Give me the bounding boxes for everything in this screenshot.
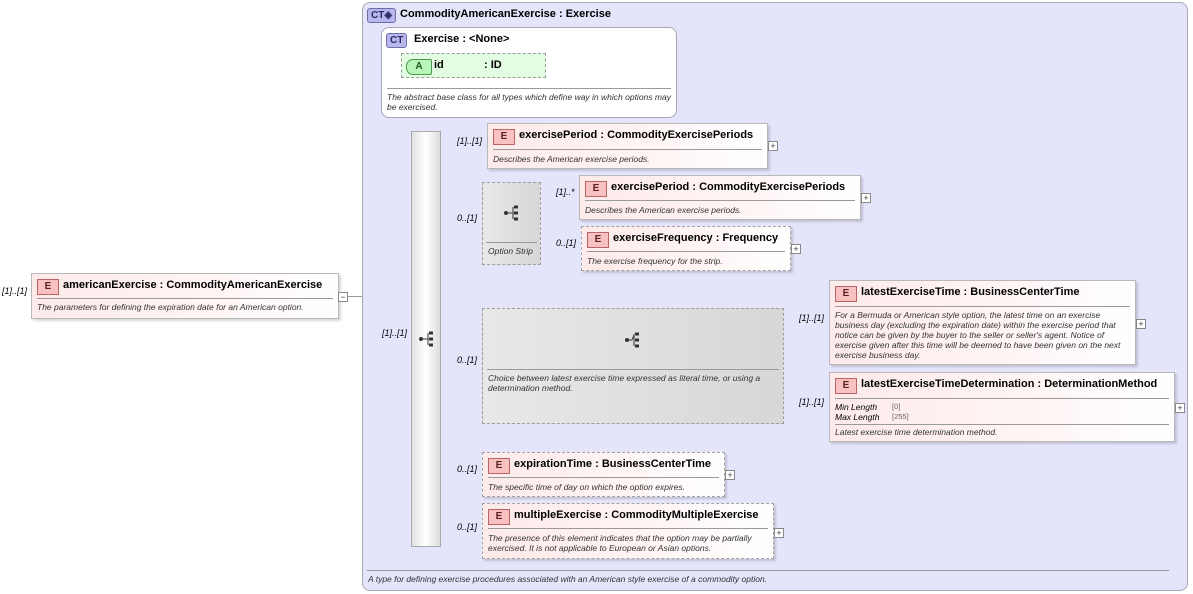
attribute-name: id (434, 59, 444, 71)
element-title: exerciseFrequency : Frequency (613, 232, 779, 244)
option-strip-sequence[interactable]: Option Strip (482, 182, 541, 265)
expand-toggle-icon[interactable]: + (791, 244, 801, 254)
sequence-compositor[interactable] (411, 131, 441, 547)
root-element-description: The parameters for defining the expirati… (37, 302, 304, 312)
exerciseperiod-cardinality: [1]..[1] (457, 136, 483, 146)
option-strip-label: Option Strip (488, 246, 533, 256)
facet-label: Max Length (835, 412, 880, 422)
complex-type-description: A type for defining exercise procedures … (368, 574, 768, 584)
expand-toggle-icon[interactable]: + (774, 528, 784, 538)
divider (835, 424, 1169, 425)
element-description: The presence of this element indicates t… (488, 533, 752, 553)
choice-cardinality: 0..[1] (457, 355, 478, 365)
element-description: Describes the American exercise periods. (493, 154, 650, 164)
collapse-toggle-icon[interactable]: − (338, 292, 348, 302)
element-description: The exercise frequency for the strip. (587, 256, 723, 266)
expand-toggle-icon[interactable]: + (1136, 319, 1146, 329)
determination-cardinality: [1]..[1] (799, 397, 825, 407)
strip-exerciseperiod-cardinality: [1]..* (556, 187, 575, 197)
choice-description: Choice between latest exercise time expr… (488, 373, 761, 393)
element-title: latestExerciseTime : BusinessCenterTime (861, 286, 1080, 298)
complex-type-title: CommodityAmericanExercise : Exercise (400, 8, 611, 20)
element-description: Describes the American exercise periods. (585, 205, 742, 215)
element-icon: E (488, 458, 510, 474)
divider (493, 149, 762, 150)
element-icon: E (37, 279, 59, 295)
base-type-description: The abstract base class for all types wh… (387, 92, 671, 112)
element-description: The specific time of day on which the op… (488, 482, 686, 492)
attribute-icon: A (406, 59, 432, 75)
complex-type-icon: CT◈ (367, 8, 397, 23)
element-title: exercisePeriod : CommodityExercisePeriod… (611, 181, 846, 193)
root-element-americanexercise[interactable]: E americanExercise : CommodityAmericanEx… (31, 273, 339, 319)
latest-cardinality: [1]..[1] (799, 313, 825, 323)
choice-icon (624, 331, 642, 349)
divider (488, 477, 719, 478)
base-type-title: Exercise : <None> (414, 33, 510, 45)
element-icon: E (587, 232, 609, 248)
element-latestexercisetime[interactable]: E latestExerciseTime : BusinessCenterTim… (829, 280, 1136, 365)
expand-toggle-icon[interactable]: + (1175, 403, 1185, 413)
element-icon: E (835, 286, 857, 302)
divider (487, 369, 779, 370)
divider (587, 251, 785, 252)
connector-root-to-ct (347, 296, 373, 297)
root-element-title: americanExercise : CommodityAmericanExer… (63, 279, 323, 291)
element-icon: E (835, 378, 857, 394)
strip-exercisefrequency-cardinality: 0..[1] (556, 238, 577, 248)
element-title: exercisePeriod : CommodityExercisePeriod… (519, 129, 754, 141)
sequence-icon (503, 204, 521, 222)
divider (37, 298, 333, 299)
root-cardinality: [1]..[1] (2, 286, 28, 296)
divider (486, 242, 537, 243)
complex-type-icon: CT (386, 33, 408, 48)
divider (835, 398, 1169, 399)
facet-label: Min Length (835, 402, 878, 412)
expand-toggle-icon[interactable]: + (768, 141, 778, 151)
multipleexercise-cardinality: 0..[1] (457, 522, 478, 532)
divider (488, 528, 768, 529)
element-latestexercisetimedetermination[interactable]: E latestExerciseTimeDetermination : Dete… (829, 372, 1175, 442)
element-description: Latest exercise time determination metho… (835, 427, 998, 437)
sequence-icon (418, 330, 436, 348)
element-strip-exerciseperiod[interactable]: E exercisePeriod : CommodityExercisePeri… (579, 175, 861, 220)
expand-toggle-icon[interactable]: + (861, 193, 871, 203)
element-title: latestExerciseTimeDetermination : Determ… (861, 378, 1158, 390)
element-exerciseperiod[interactable]: E exercisePeriod : CommodityExercisePeri… (487, 123, 768, 169)
attribute-id[interactable]: A id : ID (401, 53, 546, 78)
element-icon: E (585, 181, 607, 197)
divider (367, 570, 1169, 571)
choice-compositor[interactable]: Choice between latest exercise time expr… (482, 308, 784, 424)
element-description: For a Bermuda or American style option, … (835, 310, 1121, 360)
divider (585, 200, 855, 201)
attribute-type: : ID (484, 59, 502, 71)
facet-value: [0] (892, 402, 901, 411)
element-icon: E (493, 129, 515, 145)
divider (387, 88, 671, 89)
element-exercisefrequency[interactable]: E exerciseFrequency : Frequency The exer… (581, 226, 791, 271)
expand-toggle-icon[interactable]: + (725, 470, 735, 480)
facet-value: [255] (892, 412, 909, 421)
element-expirationtime[interactable]: E expirationTime : BusinessCenterTime Th… (482, 452, 725, 497)
sequence-cardinality: [1]..[1] (382, 328, 408, 338)
element-title: expirationTime : BusinessCenterTime (514, 458, 712, 470)
element-icon: E (488, 509, 510, 525)
element-multipleexercise[interactable]: E multipleExercise : CommodityMultipleEx… (482, 503, 774, 559)
element-title: multipleExercise : CommodityMultipleExer… (514, 509, 759, 521)
expirationtime-cardinality: 0..[1] (457, 464, 478, 474)
optionstrip-cardinality: 0..[1] (457, 213, 478, 223)
divider (835, 306, 1130, 307)
